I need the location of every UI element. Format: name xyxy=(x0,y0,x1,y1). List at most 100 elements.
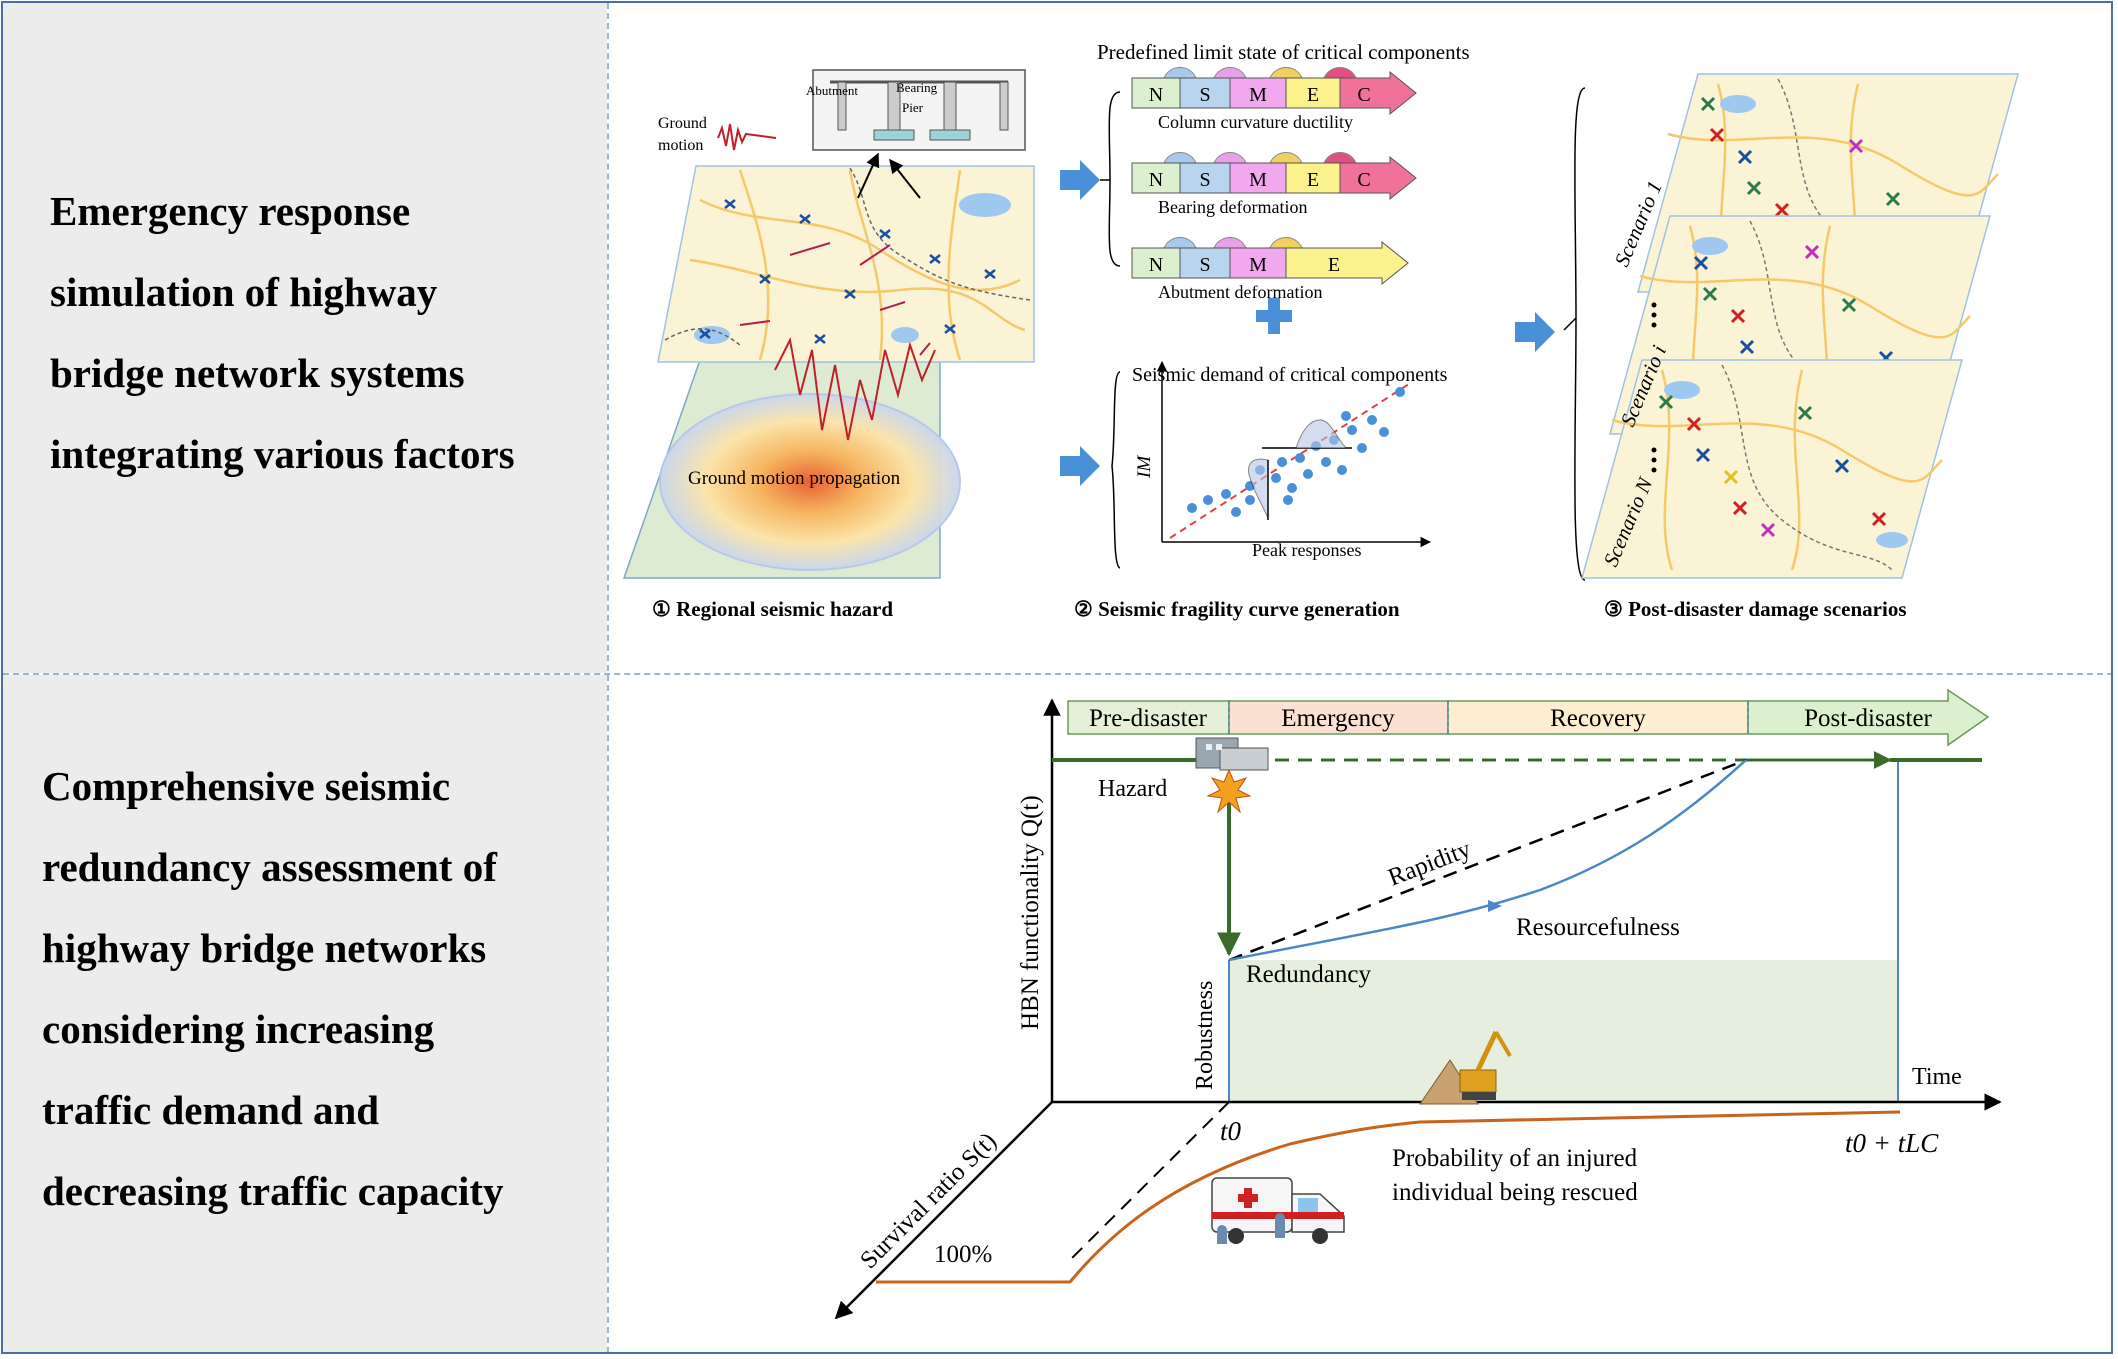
top-title-line: bridge network systems xyxy=(50,350,465,396)
demand-point xyxy=(1203,495,1213,505)
damage-marker-icon xyxy=(1700,96,1716,112)
functionality-area xyxy=(1229,960,1898,1102)
demand-point xyxy=(1347,425,1357,435)
recovery-arrow-icon xyxy=(1488,900,1502,912)
phase-label-post: Post-disaster xyxy=(1804,705,1932,732)
damage-marker-icon xyxy=(1695,447,1711,463)
state-label: S xyxy=(1199,169,1210,191)
demand-title: Seismic demand of critical components xyxy=(1132,364,1448,386)
demand-point xyxy=(1357,443,1367,453)
state-label: S xyxy=(1199,84,1210,106)
damage-marker-icon xyxy=(1737,149,1753,165)
phase-emergency xyxy=(1228,700,1449,735)
state-label: E xyxy=(1328,254,1340,276)
bottom-title-line: highway bridge networks xyxy=(42,925,487,971)
phase-label-recovery: Recovery xyxy=(1550,705,1646,732)
demand-point xyxy=(1187,503,1197,513)
map-water xyxy=(694,193,1011,344)
state-segment xyxy=(1229,162,1287,194)
damage-marker-icon xyxy=(1702,286,1718,302)
state-segment xyxy=(1229,247,1287,279)
demand-point xyxy=(1271,473,1281,483)
percent-label: 100% xyxy=(934,1241,992,1268)
resourcefulness-label: Resourcefulness xyxy=(1516,914,1680,941)
state-label: N xyxy=(1149,84,1163,106)
propagation-contours xyxy=(660,394,960,570)
limit-state-title: Predefined limit state of critical compo… xyxy=(1097,40,1470,64)
rescue-label-1: Probability of an injured xyxy=(1392,1145,1638,1172)
top-title-line: Emergency response xyxy=(50,188,411,234)
state-segment xyxy=(1229,77,1287,109)
damage-marker-icon xyxy=(1774,202,1790,218)
demand-point xyxy=(1321,457,1331,467)
state-label: M xyxy=(1249,84,1267,106)
fragility-caption: ② Seismic fragility curve generation xyxy=(1074,597,1400,621)
demand-distribution-1 xyxy=(1248,458,1269,519)
demand-x-label: Peak responses xyxy=(1252,540,1361,560)
hazard-label: Hazard xyxy=(1098,776,1167,802)
scenario-maps xyxy=(1581,73,2019,579)
top-title-line: simulation of highway xyxy=(50,269,438,315)
state-label: C xyxy=(1357,84,1370,106)
damage-marker-icon xyxy=(1848,138,1864,154)
pier-label: Pier xyxy=(902,100,924,115)
ground-motion-label-2: motion xyxy=(658,137,703,154)
regional-seismic-hazard: Ground motion Abutment Bearing Pier Grou… xyxy=(622,69,1035,621)
bottom-title-line: decreasing traffic capacity xyxy=(42,1168,504,1214)
demand-point xyxy=(1221,489,1231,499)
damage-marker-icon xyxy=(1746,180,1762,196)
robustness-label: Robustness xyxy=(1192,981,1218,1090)
horizontal-divider xyxy=(3,673,2113,675)
bottom-panel-title: Comprehensive seismic redundancy assessm… xyxy=(42,746,504,1232)
hazard-caption: ① Regional seismic hazard xyxy=(652,597,893,621)
state-segment xyxy=(1285,162,1341,194)
bottom-title-line: redundancy assessment of xyxy=(42,844,497,890)
top-panel-title: Emergency response simulation of highway… xyxy=(50,171,515,495)
state-segment xyxy=(1179,247,1231,279)
blue-arrow-icon xyxy=(1060,446,1100,486)
demand-point xyxy=(1337,465,1347,475)
recovery-curve xyxy=(1228,759,1747,962)
demand-point xyxy=(1379,427,1389,437)
phase-pre-disaster xyxy=(1067,700,1230,735)
phase-label-pre: Pre-disaster xyxy=(1089,705,1208,732)
scenario-brace xyxy=(1563,87,1586,581)
seismic-wave-glyphs xyxy=(739,242,931,356)
damage-marker-icon xyxy=(1739,339,1755,355)
ground-motion-signal xyxy=(774,336,936,441)
damage-marker-icon xyxy=(1760,522,1776,538)
section-pointer-2 xyxy=(889,158,921,199)
state-label: S xyxy=(1199,254,1210,276)
t0-label: t0 xyxy=(1220,1116,1242,1146)
demand-point xyxy=(1277,457,1287,467)
blue-arrow-icon xyxy=(1060,160,1100,200)
demand-point xyxy=(1367,415,1377,425)
demand-point xyxy=(1231,507,1241,517)
state-label: M xyxy=(1249,254,1267,276)
damage-marker-icon xyxy=(1686,416,1702,432)
state-label: C xyxy=(1357,169,1370,191)
rapidity-line xyxy=(1228,758,1747,962)
state-segment xyxy=(1131,162,1181,194)
top-title-line: integrating various factors xyxy=(50,431,515,477)
top-left-panel xyxy=(3,3,607,673)
limit-state-brace xyxy=(1100,91,1121,267)
state-label: N xyxy=(1149,169,1163,191)
state-label: M xyxy=(1249,169,1267,191)
arrow-label-3: Abutment deformation xyxy=(1158,282,1322,302)
demand-point xyxy=(1245,495,1255,505)
state-segment-head xyxy=(1339,155,1417,201)
damage-marker-icon xyxy=(1723,469,1739,485)
state-label: N xyxy=(1149,254,1163,276)
state-segment-head xyxy=(1339,70,1417,116)
scenarios-caption: ③ Post-disaster damage scenarios xyxy=(1604,597,1907,621)
damage-marker-icon xyxy=(1841,297,1857,313)
rescue-label-2: individual being rescued xyxy=(1392,1179,1638,1206)
state-label: E xyxy=(1307,84,1319,106)
state-label: E xyxy=(1307,169,1319,191)
limit-state-arrows: N S M E C N S M E C N S M E xyxy=(1131,67,1417,286)
t0-projection xyxy=(1071,1101,1230,1259)
demand-y-label: IM xyxy=(1134,455,1155,479)
